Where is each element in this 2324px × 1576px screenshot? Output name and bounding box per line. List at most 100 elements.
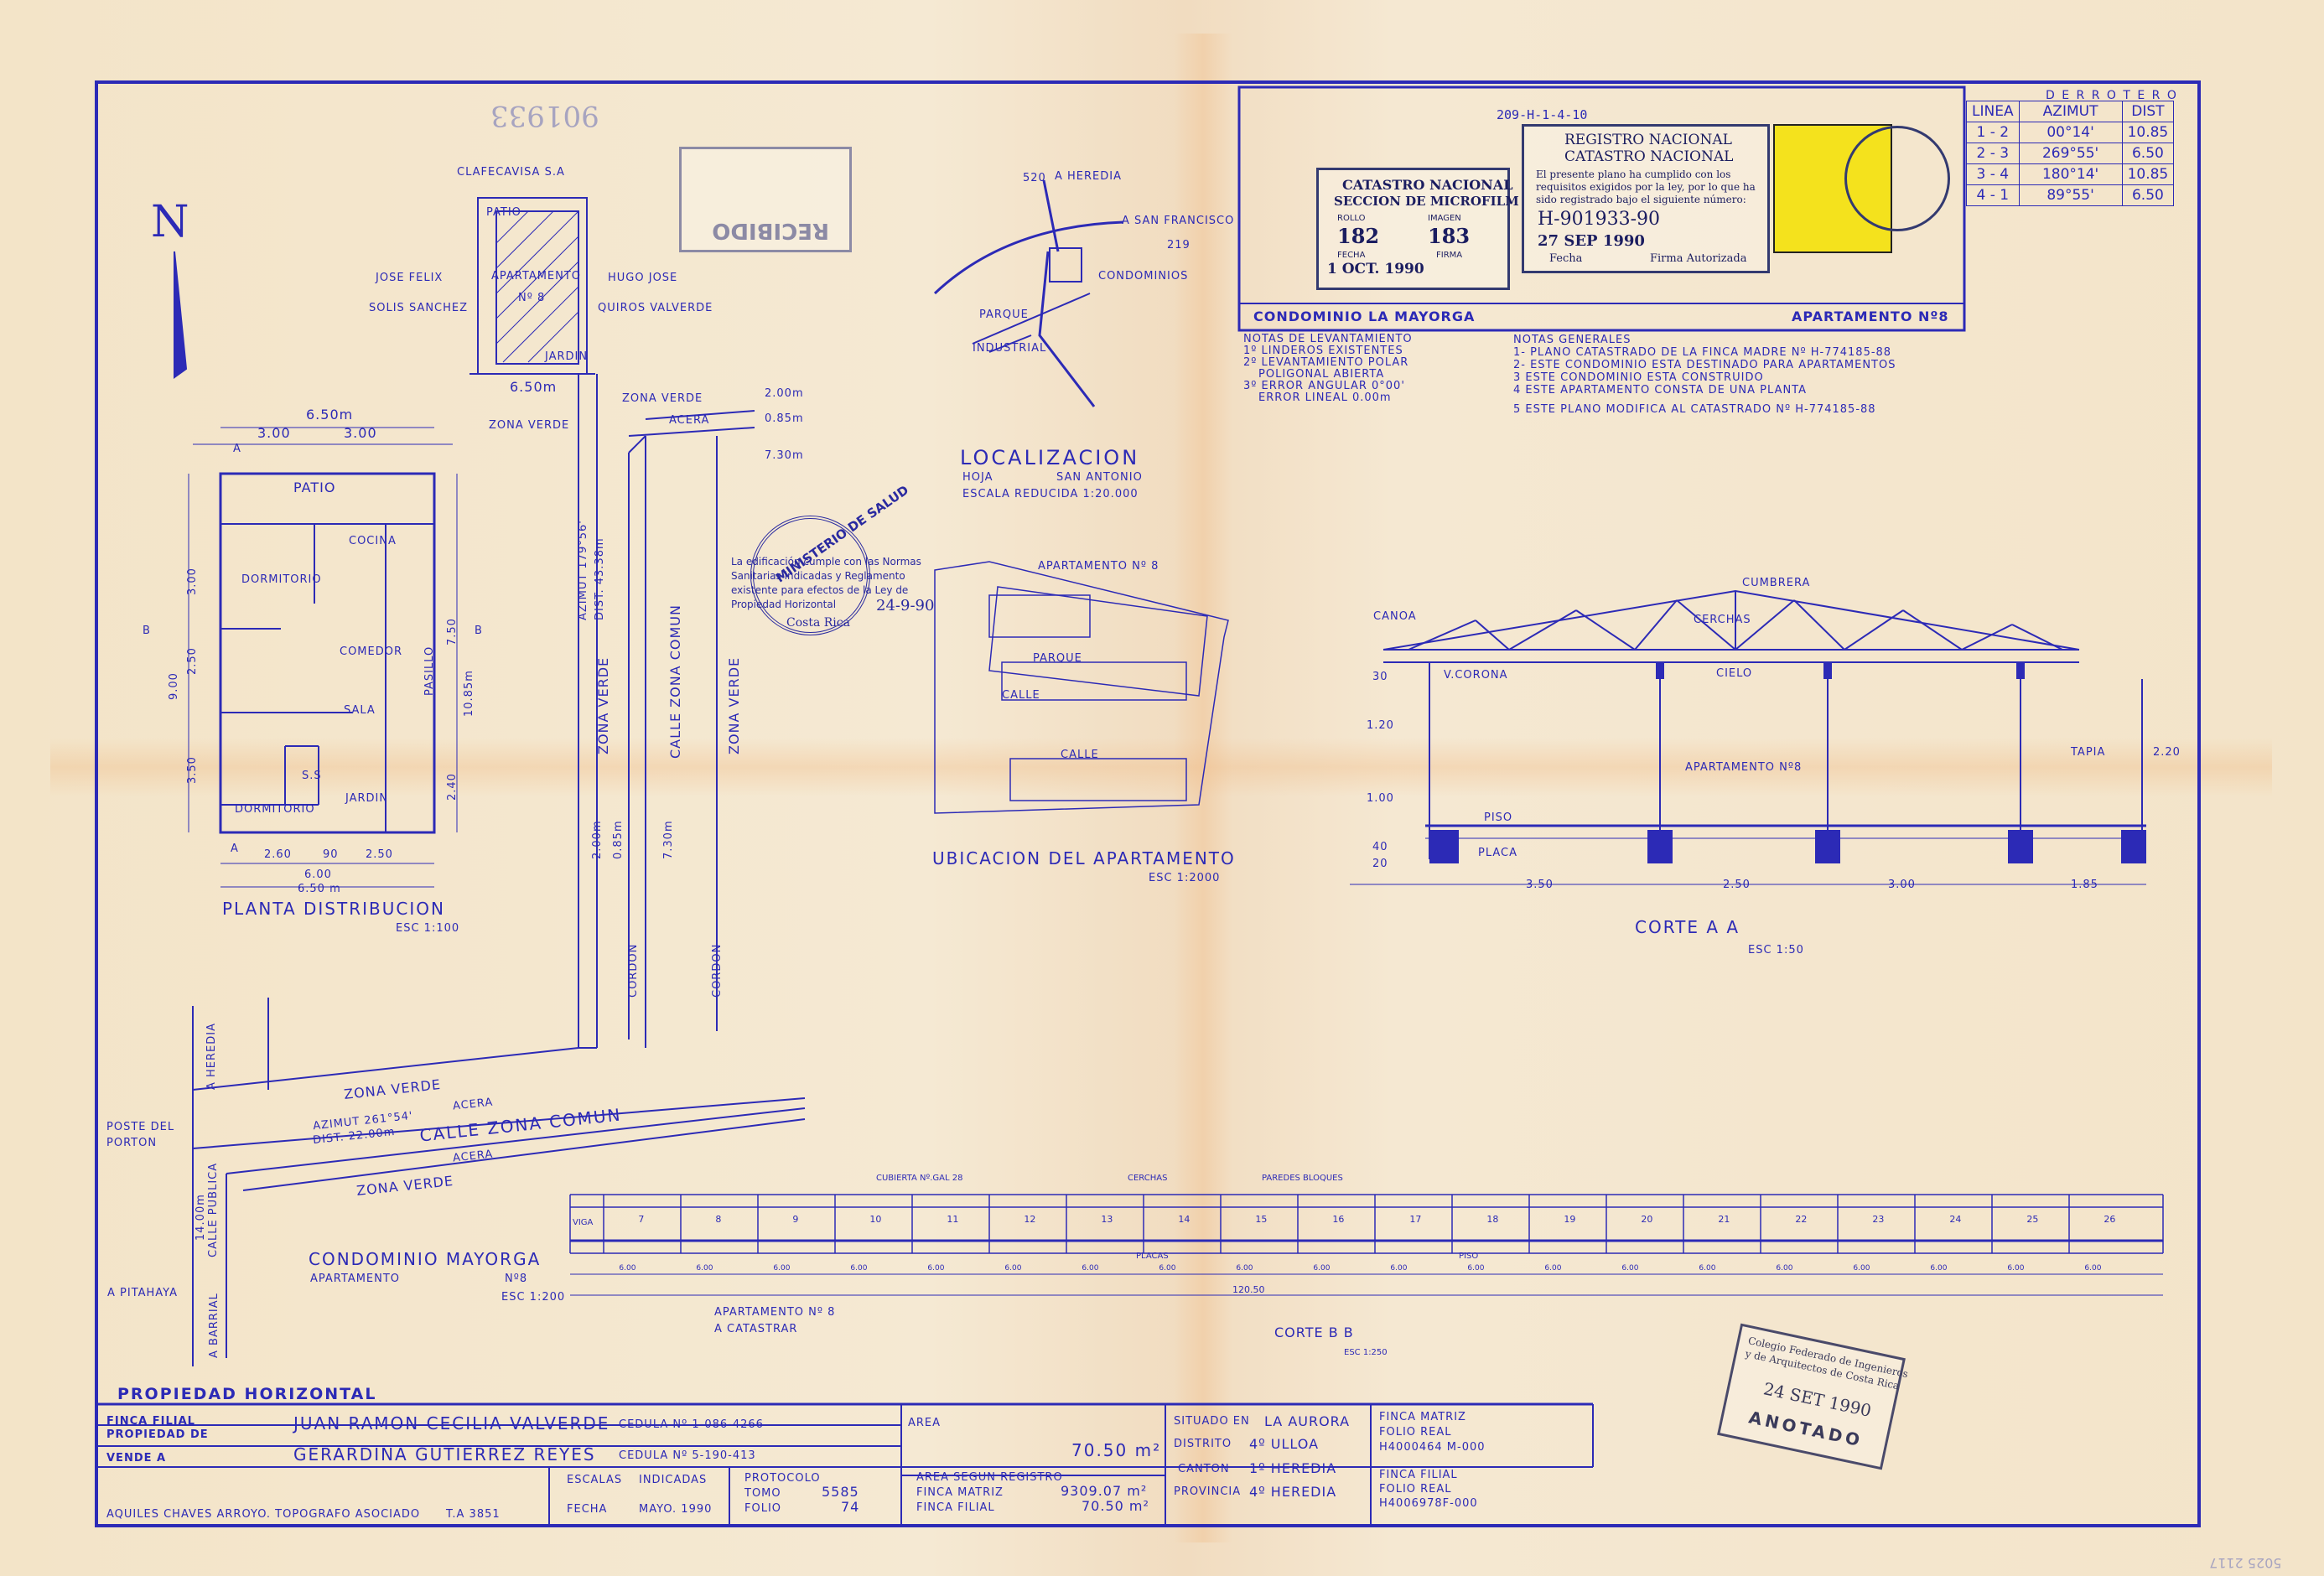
bb-unit-number: 21 (1718, 1214, 1730, 1225)
bb-unit-number: 16 (1332, 1214, 1345, 1225)
loc-a-san-francisco: A SAN FRANCISCO (1122, 215, 1235, 227)
cell: 00°14' (2018, 122, 2123, 143)
handwritten-number: 901933 (490, 99, 599, 132)
nota-line: 2º LEVANTAMIENTO POLAR (1243, 356, 1409, 369)
topografo: AQUILES CHAVES ARROYO. TOPOGRAFO ASOCIAD… (106, 1508, 421, 1521)
neighbor-right-1: HUGO JOSE (608, 272, 678, 284)
registro-number: H-901933-90 (1538, 209, 1661, 230)
condominio-banner: CONDOMINIO LA MAYORGA (1253, 308, 1476, 324)
cordon-label: CORDON (711, 943, 724, 998)
bb-spacing: 6.00 (1930, 1264, 1948, 1273)
bb-unit-number: 17 (1409, 1214, 1422, 1225)
buyer-cedula: CEDULA Nº 5-190-413 (619, 1449, 756, 1462)
nota-line: 5 ESTE PLANO MODIFICA AL CATASTRADO Nº H… (1513, 403, 1876, 416)
sheet-border (95, 80, 2201, 1527)
north-label: N (151, 197, 189, 247)
finca-filial-label: FINCA FILIAL (106, 1415, 195, 1428)
azimut-label: AZIMUT 179°56' (577, 520, 589, 620)
imagen-value: 183 (1428, 224, 1471, 248)
room-patio: PATIO (293, 480, 336, 495)
planta-title: PLANTA DISTRIBUCION (222, 899, 445, 919)
planta-dim: 2.50 (366, 848, 393, 861)
planta-dim: 3.00 (257, 425, 291, 441)
nota-line: POLIGONAL ABIERTA (1258, 368, 1385, 381)
bb-spacing: 6.00 (850, 1264, 868, 1273)
bb-unit-number: 26 (2104, 1214, 2116, 1225)
bb-spacing: 6.00 (1467, 1264, 1485, 1273)
finca-matriz-area-label: FINCA MATRIZ (916, 1486, 1004, 1499)
height-dim: 1.00 (1367, 792, 1394, 805)
planta-dim: 90 (323, 848, 339, 861)
a-barrial-label: A BARRIAL (208, 1293, 220, 1358)
salud-country: Costa Rica (786, 616, 850, 630)
folio-real-label-2: FOLIO REAL (1379, 1483, 1452, 1496)
nota-line: 4 ESTE APARTAMENTO CONSTA DE UNA PLANTA (1513, 384, 1808, 397)
planta-esc: ESC 1:100 (396, 922, 460, 935)
a-pitahaya-label: A PITAHAYA (107, 1287, 179, 1299)
finca-filial-label-2: FINCA FILIAL (1379, 1469, 1458, 1481)
neighbor-left-1: JOSE FELIX (376, 272, 444, 284)
nota-line: 1º LINDEROS EXISTENTES (1243, 345, 1403, 357)
cell: 3 - 4 (1966, 163, 2020, 185)
cell: 2 - 3 (1966, 143, 2020, 164)
bb-spacing: 6.00 (1853, 1264, 1870, 1273)
canton-value: 1º HEREDIA (1249, 1460, 1337, 1476)
label-apartamento: APARTAMENTO Nº8 (1685, 761, 1803, 774)
label-tapia: TAPIA (2071, 746, 2106, 759)
apartment-hatch (495, 210, 579, 365)
provincia-value: 4º HEREDIA (1249, 1484, 1337, 1500)
loc-hoja-value: SAN ANTONIO (1056, 471, 1143, 484)
owner-name: JUAN RAMON CECILIA VALVERDE (293, 1413, 610, 1433)
bb-unit-number: 25 (2026, 1214, 2039, 1225)
bb-unit-number: 19 (1564, 1214, 1576, 1225)
dim-label: 7.30m (765, 449, 804, 462)
distrito-value: 4º ULLOA (1249, 1436, 1320, 1452)
planta-dim-right-total: 10.85m (463, 670, 475, 717)
corner-number: 5025 2117 (2209, 1555, 2282, 1571)
bb-unit-number: 14 (1178, 1214, 1191, 1225)
apartment-number: Nº 8 (518, 292, 546, 304)
nota-line: 2- ESTE CONDOMINIO ESTA DESTINADO PARA A… (1513, 359, 1896, 371)
situado-value: LA AURORA (1264, 1413, 1351, 1429)
finca-filial-area: 70.50 m² (1082, 1498, 1149, 1514)
fold-crease-horizontal (50, 738, 2272, 796)
nota-line: 3º ERROR ANGULAR 0°00' (1243, 380, 1405, 392)
width-dim: 2.50 (1723, 879, 1751, 891)
owner-cedula: CEDULA Nº 1-086-4266 (619, 1418, 764, 1431)
cell: 89°55' (2018, 184, 2123, 206)
ministerio-salud-seal (750, 516, 870, 635)
width-dim: 3.50 (1526, 879, 1554, 891)
calle-ancho-label: 14.00m (195, 1194, 207, 1241)
poste-label-2: PORTON (106, 1137, 158, 1149)
nota-line: NOTAS DE LEVANTAMIENTO (1243, 333, 1413, 345)
folio-value: 74 (841, 1499, 860, 1515)
fecha-value: MAYO. 1990 (639, 1503, 713, 1516)
loc-escala: ESCALA REDUCIDA 1:20.000 (962, 488, 1139, 500)
protocolo-label: PROTOCOLO (744, 1472, 821, 1485)
microfilm-date: 1 OCT. 1990 (1327, 261, 1424, 277)
bb-unit-number: 24 (1949, 1214, 1962, 1225)
microfilm-title: CATASTRO NACIONAL (1342, 177, 1513, 193)
planta-dim: 3.00 (344, 425, 377, 441)
finca-matriz-area: 9309.07 m² (1061, 1483, 1148, 1499)
loc-condominios: CONDOMINIOS (1098, 270, 1189, 283)
col-linea: LINEA (1966, 101, 2020, 122)
bb-unit-number: 12 (1024, 1214, 1036, 1225)
height-dim-right: 2.20 (2153, 746, 2181, 759)
folio-label: FOLIO (744, 1502, 782, 1515)
condominio-apto-no: Nº8 (505, 1273, 528, 1285)
dist-label: DIST. 43.38m (594, 537, 606, 620)
room-sala: SALA (344, 704, 376, 717)
room-jardin: JARDIN (345, 792, 389, 805)
dim-vertical: 0.85m (612, 820, 625, 859)
cell: 6.50 (2121, 184, 2175, 206)
zona-verde-vertical: ZONA VERDE (595, 656, 611, 754)
ubicacion-title: UBICACION DEL APARTAMENTO (932, 848, 1236, 868)
fold-crease-vertical (1174, 34, 1232, 1542)
planta-total-bottom-2: 6.50 m (298, 883, 341, 895)
rollo-value: 182 (1337, 224, 1380, 248)
lot-outline (477, 197, 588, 375)
bb-unit-number: 13 (1101, 1214, 1113, 1225)
